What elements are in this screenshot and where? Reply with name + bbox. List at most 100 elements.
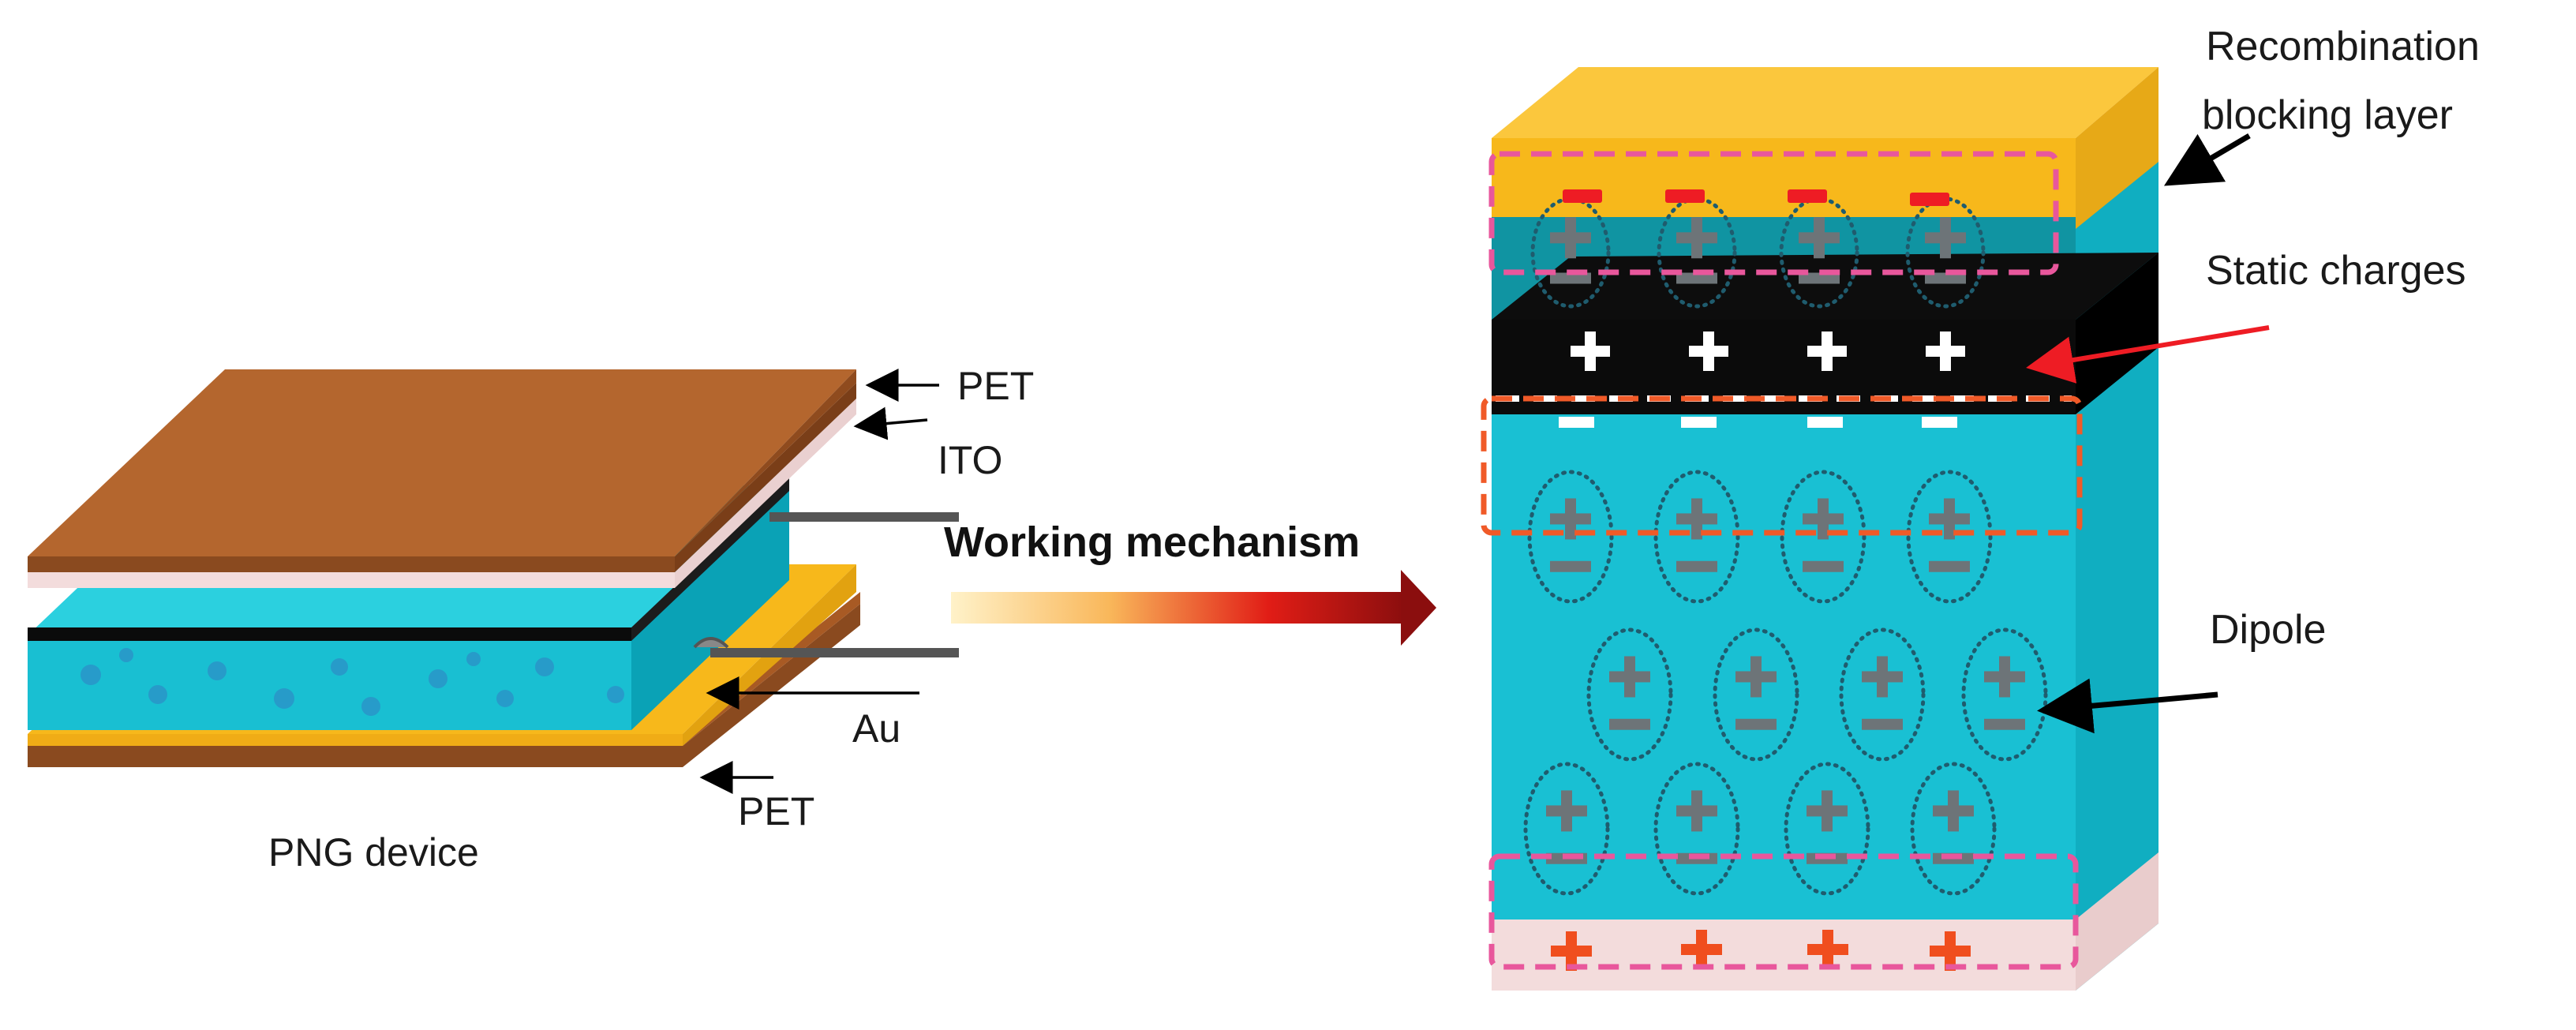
top-pet-top-rim [675,369,856,556]
dipole-minus [1676,272,1717,284]
bottom-highlight-box [1488,853,2079,970]
dipole [1779,197,1859,309]
dipole-ellipse [1657,197,1737,309]
static-layer-plus-signs [1571,331,1965,371]
static-charge-layer-top [1492,253,2159,320]
dipole [1713,627,1799,762]
label-ito: ITO [938,438,1002,482]
static-charge-highlight-box [1481,395,2083,536]
label-static-charges: Static charges [2206,248,2466,294]
label-dipole: Dipole [2210,607,2326,653]
dipole-ellipse [1905,197,1986,309]
active-layer-front [28,635,631,730]
working-mechanism-arrow: Working mechanism [944,519,1436,646]
top-pet-top [28,369,856,556]
dipole-plus-v [1822,790,1833,832]
png-device: PET ITO Au PET PNG device [28,364,1034,875]
dipole-plus-v [1814,217,1825,259]
static-charges-pointer [2026,325,2270,384]
label-pet-bottom: PET [738,789,814,833]
label-pet-top: PET [957,364,1034,408]
dipole-minus [1862,718,1903,730]
bottom-layer-plus-signs [1551,930,1971,971]
dipole-minus [1984,718,2025,730]
static-charge-layer-side [2076,253,2159,414]
dipole-pointer [2037,678,2218,734]
dipole [1530,197,1611,309]
recombination-pointer [2163,133,2251,186]
dipole-plus-v [1944,498,1955,540]
gradient-arrow-head [1401,570,1436,646]
top-pet-side [675,383,856,572]
dipole-ellipse [1779,197,1859,309]
dipole-ellipse [1906,470,1993,604]
black-electrode-side [631,478,789,641]
dipole-minus [1803,560,1844,572]
dipole-minus [1550,272,1591,284]
mechanism-block: Recombination blocking layer Static char… [1481,24,2480,991]
dipole-minus [1609,718,1650,730]
dipole-plus-v [1948,790,1959,832]
dipole-ellipse [1523,762,1610,896]
block-top-face [1492,67,2159,138]
dipole-plus-v [1999,656,2010,698]
dipole-ellipse [1780,470,1866,604]
dipole [1527,470,1614,604]
dipole-ellipse [1784,762,1870,896]
bottom-layer-side [2076,852,2159,991]
dipole-plus-v [1565,217,1576,259]
dipole-plus-v [1818,498,1829,540]
dipole-minus [1929,560,1970,572]
active-layer-side [631,485,789,730]
dipole-ellipse [1713,627,1799,762]
ito-layer-side [675,399,856,588]
label-working-mechanism: Working mechanism [944,519,1360,566]
dipole-ellipse [1527,470,1614,604]
dipole-plus-v [1877,656,1888,698]
dipole-plus-v [1940,217,1951,259]
label-au: Au [852,706,900,751]
recombination-layer-front [1492,138,2076,217]
dipole-ellipse [1586,627,1673,762]
static-layer-minus-signs [1559,417,1957,428]
dipole-ellipse [1839,627,1926,762]
top-pet-front [28,556,675,572]
top-gold-side [2076,67,2159,229]
dipole-minus [1676,560,1717,572]
dipole-minus [1550,560,1591,572]
dipole [1780,470,1866,604]
dipole [1839,627,1926,762]
dipole-plus-v [1624,656,1635,698]
dipole [1653,470,1740,604]
dipole-plus-v [1691,217,1702,259]
ito-pointer [853,406,928,440]
active-layer-particles [80,648,624,716]
gold-layer-minus-signs [1563,189,1949,206]
caption-png-device: PNG device [268,830,479,875]
recombination-highlight-box [1488,151,2059,275]
dipole-ellipse [1910,762,1997,896]
ito-layer-front [28,572,675,588]
dipole [1905,197,1986,309]
dipole [1906,470,1993,604]
dipole-minus [1925,272,1966,284]
dipole [1586,627,1673,762]
dipole-minus [1799,272,1840,284]
dipole-minus [1735,718,1777,730]
dipole-plus-v [1691,790,1702,832]
dipole-ellipse [1653,762,1740,896]
label-recombination-line1: Recombination [2206,24,2480,69]
dipole [1784,762,1870,896]
au-layer-front [28,734,683,746]
black-electrode-front [28,627,631,641]
bottom-pet-layer [28,604,860,767]
dipole [1657,197,1737,309]
dipole-ellipse [1653,470,1740,604]
dipole-plus-v [1750,656,1762,698]
dipole-plus-v [1561,790,1572,832]
dipole-ellipse [1530,197,1611,309]
label-recombination-line2: blocking layer [2202,92,2453,138]
dipole-plus-v [1691,498,1702,540]
